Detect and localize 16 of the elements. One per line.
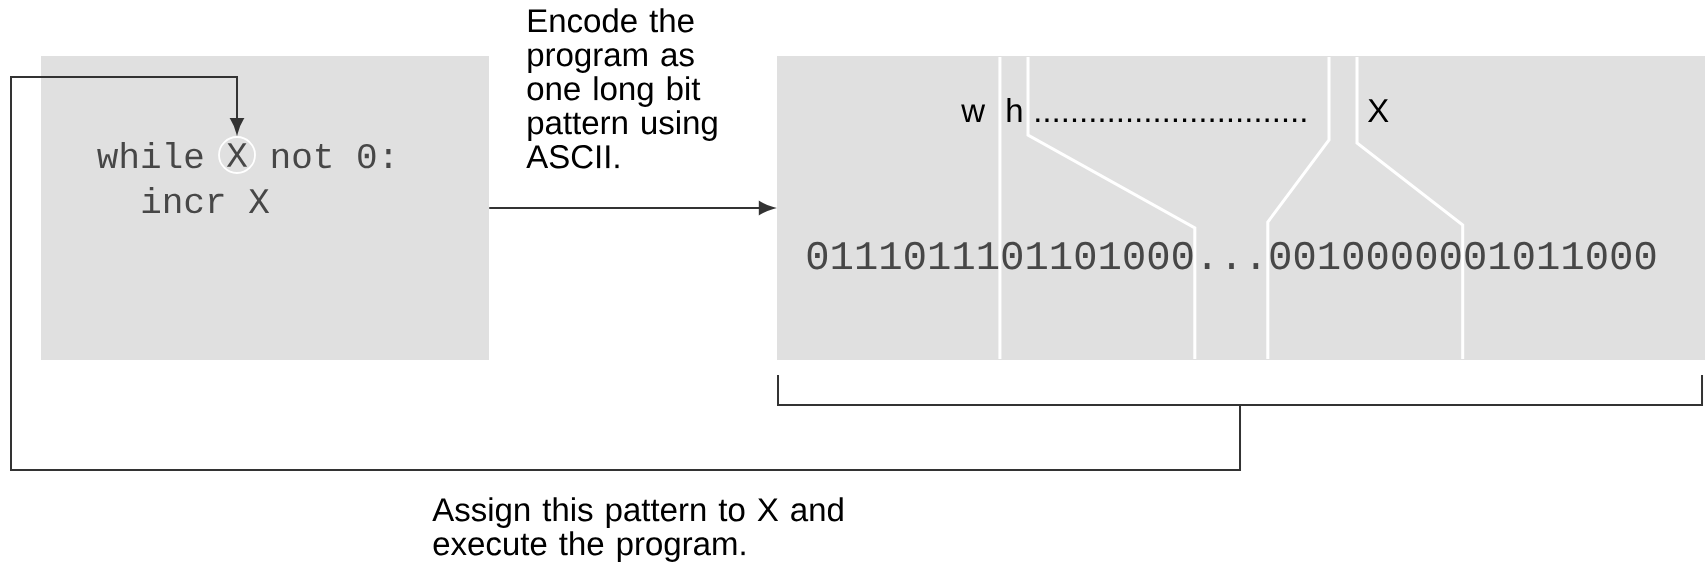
letter: X bbox=[1367, 99, 1389, 122]
highlighted-variable: X bbox=[218, 136, 256, 174]
code-text: not 0: bbox=[272, 143, 391, 169]
edge-label: Encode the program as one long bit pattern using ASCII. bbox=[526, 8, 717, 169]
letter: w bbox=[961, 104, 986, 122]
code-panel bbox=[41, 56, 489, 360]
code-text: while bbox=[97, 141, 203, 169]
edge-label: Assign this pattern to X and execute the program. bbox=[432, 497, 843, 562]
bracket bbox=[777, 374, 1703, 406]
dotted-ellipsis: .............................. bbox=[1036, 118, 1306, 122]
letter: h bbox=[1007, 98, 1022, 122]
code-line: incr X bbox=[142, 186, 270, 214]
bit-pattern-panel bbox=[777, 55, 1705, 361]
arrow bbox=[488, 201, 775, 215]
arrow bbox=[10, 76, 1241, 471]
bit-pattern: 0111011101101000...0010000001011000 bbox=[807, 241, 1656, 270]
